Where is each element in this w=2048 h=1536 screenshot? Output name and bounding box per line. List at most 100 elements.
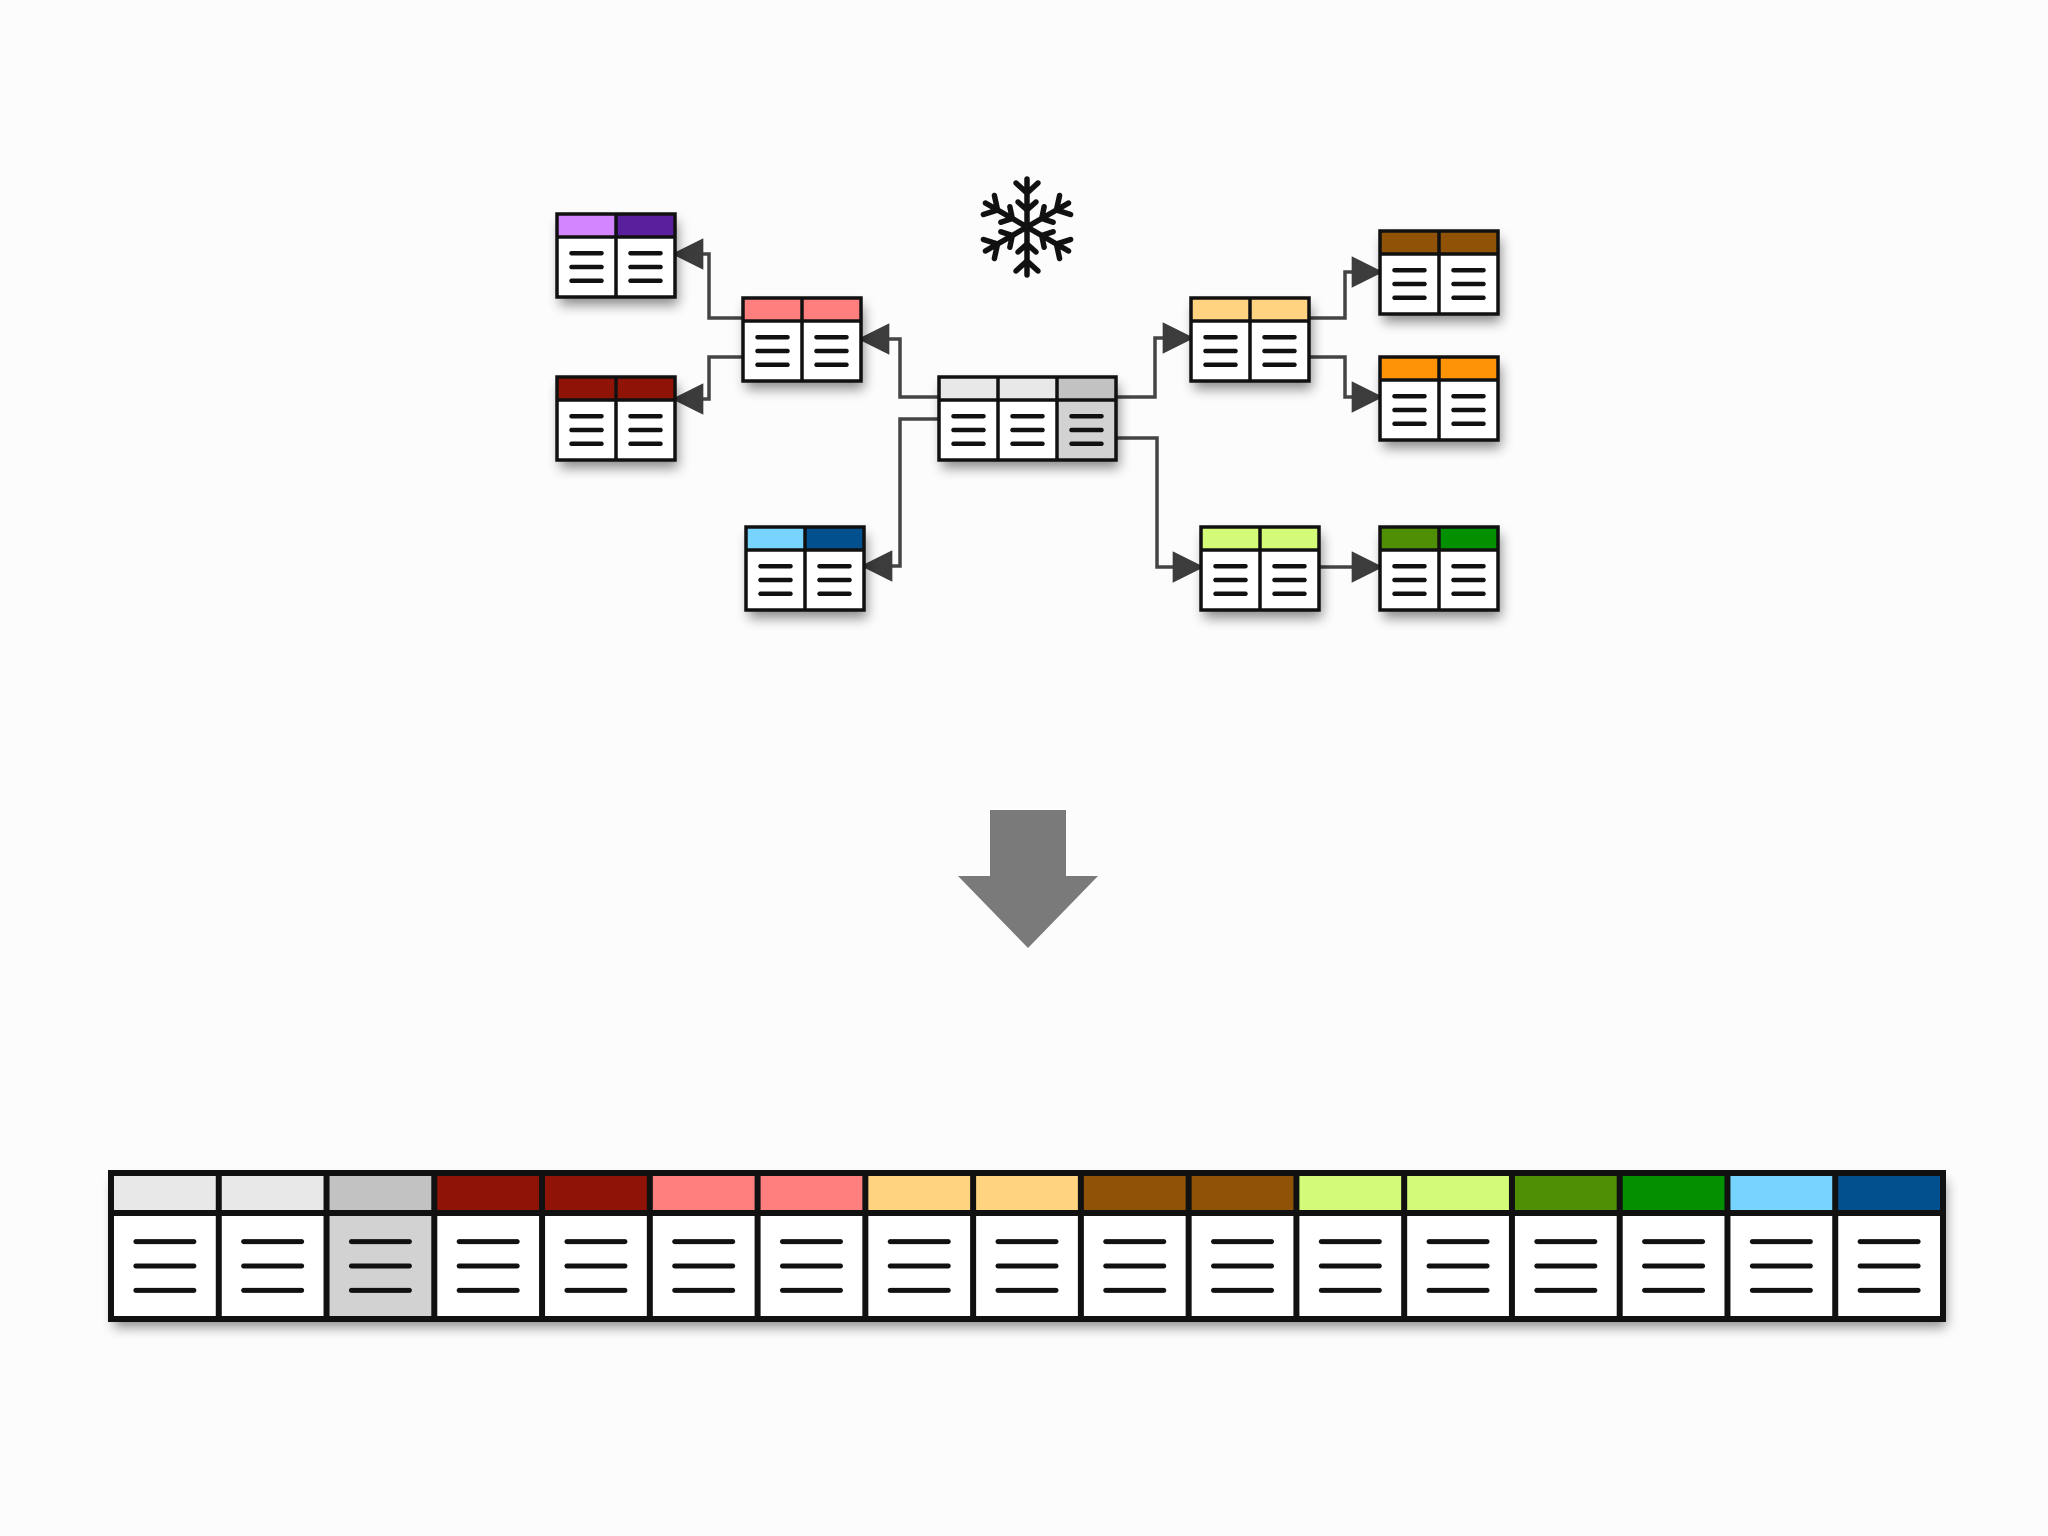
text-lines-icon (1213, 563, 1248, 597)
text-lines-icon (1010, 413, 1045, 447)
star-schema-tables (555, 212, 1500, 612)
table-fact-header-cell (939, 377, 998, 400)
flat-table-header-cell (1727, 1173, 1836, 1213)
text-lines-icon (1426, 1239, 1490, 1293)
text-lines-icon (241, 1239, 305, 1293)
table-fact-header-cell (998, 377, 1057, 400)
text-lines-icon (779, 1239, 843, 1293)
text-lines-icon (569, 250, 604, 284)
table-lightblue-header-cell (805, 527, 864, 550)
text-lines-icon (1749, 1239, 1813, 1293)
text-lines-icon (133, 1239, 197, 1293)
flat-table-header-cell (757, 1173, 866, 1213)
table-lime (1199, 525, 1321, 612)
text-lines-icon (1451, 563, 1486, 597)
table-pink-header-cell (802, 298, 861, 321)
text-lines-icon (1272, 563, 1307, 597)
text-lines-icon (995, 1239, 1059, 1293)
flat-table-header-cell (542, 1173, 650, 1213)
table-brown-header-cell (1380, 231, 1439, 254)
table-green-header-cell (1439, 527, 1498, 550)
table-purple-header-cell (616, 214, 675, 237)
text-lines-icon (1103, 1239, 1167, 1293)
table-yellow-header-cell (1191, 298, 1250, 321)
flat-table-header-cell (1619, 1173, 1728, 1213)
table-orange-header-cell (1439, 357, 1498, 380)
table-orange-header-cell (1380, 357, 1439, 380)
flat-table-header-cell (434, 1173, 543, 1213)
table-yellow-header-cell (1250, 298, 1309, 321)
table-fact (937, 375, 1118, 462)
flat-table-header-cell (1511, 1173, 1620, 1213)
flat-table-header-cell (865, 1173, 974, 1213)
edge-pink-purple (671, 238, 743, 320)
arrow-down-icon (958, 810, 1098, 948)
edge-yellow-orange (1309, 355, 1384, 413)
table-brown (1378, 229, 1500, 316)
text-lines-icon (628, 250, 663, 284)
table-green (1378, 525, 1500, 612)
table-purple (555, 212, 677, 299)
table-fact-header-cell (1057, 377, 1116, 400)
table-yellow (1189, 296, 1311, 383)
text-lines-icon (758, 563, 793, 597)
flat-table-header-cell (649, 1173, 758, 1213)
flat-table-header-cell (1188, 1173, 1297, 1213)
text-lines-icon (628, 413, 663, 447)
edge-fact-lime (1115, 436, 1205, 583)
flat-table-header-cell (111, 1173, 219, 1213)
text-lines-icon (1392, 267, 1427, 301)
text-lines-icon (456, 1239, 520, 1293)
text-lines-icon (755, 334, 790, 368)
table-lime-header-cell (1201, 527, 1260, 550)
flat-table-header-cell (1080, 1173, 1189, 1213)
text-lines-icon (1392, 563, 1427, 597)
text-lines-icon (1642, 1239, 1706, 1293)
table-orange (1378, 355, 1500, 442)
flat-table-header-cell (218, 1173, 327, 1213)
flat-table-header-cell (1296, 1173, 1405, 1213)
text-lines-icon (1069, 413, 1104, 447)
text-lines-icon (1534, 1239, 1598, 1293)
text-lines-icon (569, 413, 604, 447)
flat-table (108, 1170, 1946, 1322)
text-lines-icon (1318, 1239, 1382, 1293)
table-lightblue-header-cell (746, 527, 805, 550)
table-pink-header-cell (743, 298, 802, 321)
table-brown-header-cell (1439, 231, 1498, 254)
table-lightblue (744, 525, 866, 612)
text-lines-icon (1262, 334, 1297, 368)
edge-fact-pink (857, 323, 939, 399)
table-darkred-header-cell (616, 377, 675, 400)
edge-yellow-brown (1309, 256, 1384, 320)
text-lines-icon (1451, 267, 1486, 301)
text-lines-icon (1392, 393, 1427, 427)
text-lines-icon (817, 563, 852, 597)
text-lines-icon (672, 1239, 736, 1293)
text-lines-icon (1857, 1239, 1921, 1293)
text-lines-icon (1211, 1239, 1275, 1293)
table-green-header-cell (1380, 527, 1439, 550)
flat-table-header-cell (1404, 1173, 1512, 1213)
table-purple-header-cell (557, 214, 616, 237)
text-lines-icon (814, 334, 849, 368)
connector-lines (671, 238, 1384, 583)
snowflake-icon (980, 176, 1074, 275)
table-darkred-header-cell (557, 377, 616, 400)
table-lime-header-cell (1260, 527, 1319, 550)
edge-fact-lightblue (860, 417, 939, 582)
flat-table-header-cell (973, 1173, 1081, 1213)
edge-fact-yellow (1115, 322, 1195, 399)
text-lines-icon (1203, 334, 1238, 368)
text-lines-icon (1451, 393, 1486, 427)
flat-table-header-cell (326, 1173, 435, 1213)
flat-table-header-cell (1835, 1173, 1943, 1213)
text-lines-icon (564, 1239, 628, 1293)
flattened-table (108, 1170, 1946, 1322)
table-darkred (555, 375, 677, 462)
text-lines-icon (951, 413, 986, 447)
text-lines-icon (348, 1239, 412, 1293)
text-lines-icon (887, 1239, 951, 1293)
table-pink (741, 296, 863, 383)
